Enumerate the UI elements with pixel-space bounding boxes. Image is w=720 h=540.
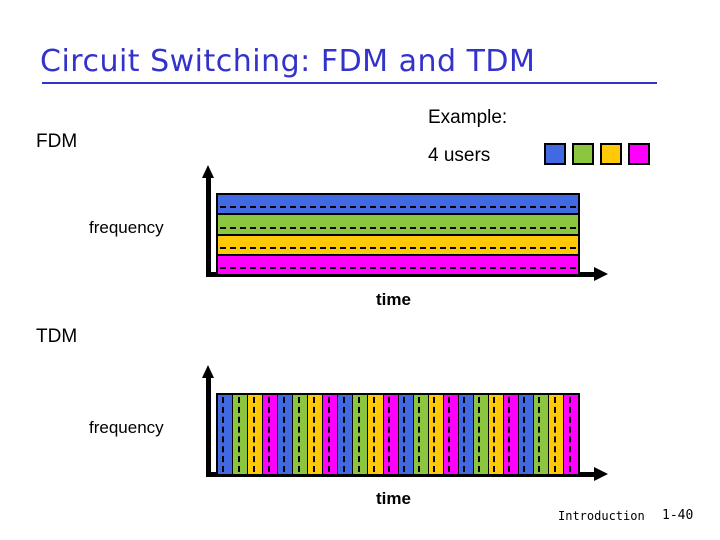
fdm-band-divider [220, 267, 576, 270]
tdm-slot-divider [388, 397, 390, 472]
tdm-slot-divider [312, 397, 315, 472]
tdm-slot-10 [353, 395, 369, 474]
footer-page-number: 1-40 [662, 508, 694, 523]
tdm-slot-24 [564, 395, 578, 474]
tdm-slot-divider [553, 397, 556, 472]
example-heading: Example: [428, 107, 508, 128]
legend-swatch-user3 [600, 143, 622, 165]
footer-course-label: Introduction [558, 509, 645, 523]
tdm-slot-12 [383, 395, 399, 474]
tdm-y-axis-arrow-icon [202, 365, 214, 378]
tdm-slot-divider [327, 397, 330, 472]
fdm-x-axis-arrow-icon [594, 267, 608, 281]
tdm-slot-divider [237, 397, 240, 472]
tdm-slot-divider [403, 397, 406, 472]
legend-swatch-user1 [544, 143, 566, 165]
fdm-y-axis [206, 175, 211, 277]
tdm-section-label: TDM [36, 326, 78, 347]
tdm-chart [200, 365, 610, 485]
tdm-slot-6 [293, 395, 309, 474]
tdm-slot-22 [533, 395, 550, 474]
title-underline [42, 82, 657, 84]
example-users-label: 4 users [428, 145, 491, 166]
fdm-band-divider [220, 206, 576, 209]
tdm-y-axis [206, 375, 211, 477]
fdm-band-user4 [218, 255, 578, 274]
tdm-slot-18 [473, 395, 489, 474]
tdm-x-axis-label: time [376, 489, 411, 508]
tdm-slot-3 [248, 395, 264, 474]
tdm-slot-19 [488, 395, 504, 474]
tdm-slot-divider [448, 397, 451, 472]
tdm-slot-7 [308, 395, 324, 474]
tdm-slot-divider [463, 397, 466, 472]
tdm-slot-2 [233, 395, 249, 474]
tdm-slot-23 [549, 395, 565, 474]
tdm-slot-8 [323, 395, 339, 474]
tdm-y-axis-label: frequency [89, 418, 164, 437]
tdm-slot-1 [218, 395, 234, 474]
tdm-slot-5 [278, 395, 294, 474]
tdm-slot-17 [458, 395, 474, 474]
tdm-slot-divider [267, 397, 270, 472]
fdm-y-axis-label: frequency [89, 218, 164, 237]
tdm-plot-area [216, 393, 580, 476]
tdm-slot-divider [418, 397, 421, 472]
fdm-band-user1 [218, 195, 578, 216]
tdm-slot-divider [222, 397, 225, 472]
fdm-y-axis-arrow-icon [202, 165, 214, 178]
tdm-slot-21 [518, 395, 534, 474]
user-color-legend [544, 143, 650, 165]
tdm-slot-13 [398, 395, 414, 474]
page-title: Circuit Switching: FDM and TDM [40, 44, 536, 79]
tdm-slot-divider [252, 397, 255, 472]
tdm-slot-divider [523, 397, 526, 472]
fdm-band-divider [220, 226, 576, 229]
tdm-slot-15 [428, 395, 444, 474]
tdm-slot-20 [503, 395, 519, 474]
fdm-band-divider [220, 246, 576, 249]
fdm-section-label: FDM [36, 131, 78, 152]
fdm-x-axis-label: time [376, 290, 411, 309]
legend-swatch-user2 [572, 143, 594, 165]
tdm-slot-divider [508, 397, 511, 472]
fdm-plot-area [216, 193, 580, 276]
tdm-slot-divider [478, 397, 481, 472]
tdm-slot-divider [357, 397, 360, 472]
tdm-slot-divider [433, 397, 436, 472]
fdm-chart [200, 165, 610, 285]
fdm-band-user2 [218, 215, 578, 236]
tdm-slot-divider [568, 397, 571, 472]
tdm-slot-14 [413, 395, 429, 474]
tdm-slot-11 [368, 395, 384, 474]
tdm-slot-divider [538, 397, 541, 472]
tdm-slot-16 [443, 395, 459, 474]
tdm-slot-4 [263, 395, 279, 474]
legend-swatch-user4 [628, 143, 650, 165]
tdm-slot-9 [338, 395, 354, 474]
tdm-slot-divider [342, 397, 345, 472]
tdm-slot-divider [282, 397, 285, 472]
tdm-slot-divider [297, 397, 300, 472]
tdm-slot-divider [493, 397, 496, 472]
tdm-x-axis-arrow-icon [594, 467, 608, 481]
fdm-band-user3 [218, 235, 578, 256]
tdm-slot-divider [372, 397, 375, 472]
